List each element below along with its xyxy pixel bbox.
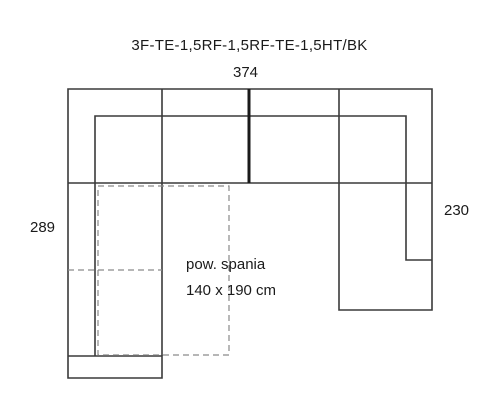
sleeping-area-size: 140 x 190 cm	[186, 282, 277, 299]
width-dimension: 374	[233, 64, 259, 81]
sofa-outer-outline	[67, 88, 433, 311]
right-depth-dimension: 230	[444, 202, 470, 219]
left-depth-dimension: 289	[30, 219, 56, 236]
left-chaise-outline	[67, 183, 163, 379]
model-code: 3F-TE-1,5RF-1,5RF-TE-1,5HT/BK	[131, 37, 368, 54]
sleeping-area-label: pow. spania	[186, 256, 266, 273]
backrest-inner-line	[94, 115, 432, 356]
